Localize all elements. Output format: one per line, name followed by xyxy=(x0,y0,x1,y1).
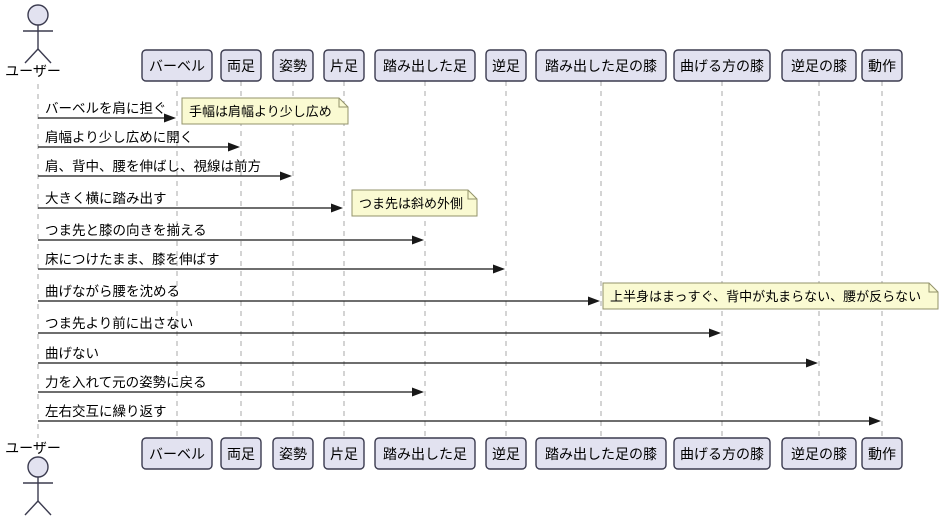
note-text: つま先は斜め外側 xyxy=(359,197,463,212)
participant-box-top xyxy=(485,49,527,82)
participant-box-bottom xyxy=(673,437,771,470)
participant-label: バーベル xyxy=(149,447,205,463)
participant-label: 動作 xyxy=(868,447,896,463)
participant-label: 姿勢 xyxy=(279,447,307,463)
participant-label: 踏み出した足の膝 xyxy=(545,59,657,75)
participant-label: バーベル xyxy=(149,59,205,75)
message-label: 大きく横に踏み出す xyxy=(45,191,167,207)
participant-box-top xyxy=(673,49,771,82)
participant-box-top xyxy=(535,49,667,82)
participant-label: 片足 xyxy=(330,59,358,75)
participant-box-bottom xyxy=(323,437,365,470)
note-fold-icon xyxy=(467,190,477,200)
participant-box-bottom xyxy=(220,437,262,470)
participant-box-top xyxy=(141,49,213,82)
message-arrowhead-icon xyxy=(806,358,818,368)
participant-label: 曲げる方の膝 xyxy=(680,447,764,463)
participant-label: 両足 xyxy=(227,59,255,75)
message-label: 曲げながら腰を沈める xyxy=(45,284,180,300)
message-arrowhead-icon xyxy=(709,328,721,338)
actor-bottom-head-icon xyxy=(27,456,49,478)
actor-top-label: ユーザー xyxy=(5,64,61,80)
actor-bottom-leg-icon xyxy=(37,500,52,516)
message-arrowhead-icon xyxy=(869,416,881,426)
note-fold-icon xyxy=(928,283,938,293)
message-label: つま先より前に出さない xyxy=(45,315,193,332)
actor-bottom-label: ユーザー xyxy=(5,441,61,457)
message-arrowhead-icon xyxy=(588,296,600,306)
participant-box-bottom xyxy=(374,437,476,470)
message-arrowhead-icon xyxy=(331,203,343,213)
message-arrowhead-icon xyxy=(493,264,505,274)
participant-label: 踏み出した足の膝 xyxy=(545,447,657,463)
participant-box-top xyxy=(374,49,476,82)
message-arrowhead-icon xyxy=(228,142,240,152)
note-text: 上半身はまっすぐ、背中が丸まらない、腰が反らない xyxy=(610,289,921,305)
note xyxy=(181,97,349,125)
participant-label: 逆足の膝 xyxy=(791,59,847,75)
message-label: 肩、背中、腰を伸ばし、視線は前方 xyxy=(45,158,261,175)
participant-box-bottom xyxy=(141,437,213,470)
message-label: 肩幅より少し広めに開く xyxy=(45,130,193,146)
participant-box-top xyxy=(272,49,314,82)
participant-box-top xyxy=(323,49,365,82)
note xyxy=(351,189,478,217)
participant-label: 逆足の膝 xyxy=(791,447,847,463)
participant-label: 逆足 xyxy=(492,447,520,463)
message-label: 左右交互に繰り返す xyxy=(45,403,167,420)
note-fold-icon xyxy=(338,98,348,108)
note xyxy=(602,282,939,310)
message-arrowhead-icon xyxy=(164,113,176,123)
message-label: 曲げない xyxy=(45,346,99,362)
participant-label: 姿勢 xyxy=(279,59,307,75)
participant-label: 逆足 xyxy=(492,59,520,75)
message-label: 床につけたまま、膝を伸ばす xyxy=(45,252,220,268)
participant-box-bottom xyxy=(272,437,314,470)
actor-top-leg-icon xyxy=(24,48,39,64)
participant-box-top xyxy=(861,49,903,82)
actor-top-leg-icon xyxy=(37,48,52,64)
participant-box-bottom xyxy=(485,437,527,470)
message-arrowhead-icon xyxy=(412,235,424,245)
participant-label: 曲げる方の膝 xyxy=(680,59,764,75)
actor-bottom-leg-icon xyxy=(24,500,39,516)
message-label: バーベルを肩に担ぐ xyxy=(45,101,167,117)
participant-box-bottom xyxy=(781,437,857,470)
message-arrowhead-icon xyxy=(280,171,292,181)
participant-box-bottom xyxy=(535,437,667,470)
message-label: つま先と膝の向きを揃える xyxy=(45,223,207,239)
participant-label: 踏み出した足 xyxy=(383,59,467,75)
message-arrowhead-icon xyxy=(412,387,424,397)
note-text: 手幅は肩幅より少し広め xyxy=(189,104,332,120)
message-label: 力を入れて元の姿勢に戻る xyxy=(45,375,207,391)
participant-label: 動作 xyxy=(868,59,896,75)
participant-box-bottom xyxy=(861,437,903,470)
participant-label: 両足 xyxy=(227,447,255,463)
participant-label: 片足 xyxy=(330,447,358,463)
participant-box-top xyxy=(781,49,857,82)
participant-box-top xyxy=(220,49,262,82)
participant-label: 踏み出した足 xyxy=(383,447,467,463)
actor-top-head-icon xyxy=(27,4,49,26)
